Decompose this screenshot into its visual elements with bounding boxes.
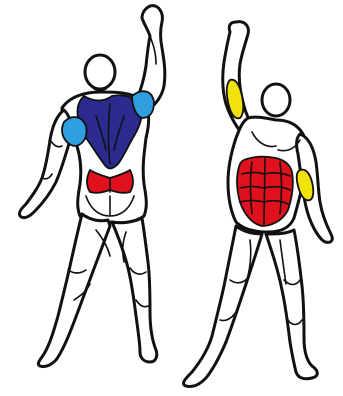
back-view-head — [85, 55, 115, 89]
front-view-head — [262, 84, 290, 116]
back-view-figure — [19, 6, 164, 367]
back-view-right-leg — [112, 218, 157, 362]
back-view-left-leg — [38, 214, 110, 367]
front-view-right-leg — [266, 230, 317, 379]
front-view-figure — [184, 22, 333, 387]
back-view-rear-deltoid-left — [62, 117, 87, 146]
